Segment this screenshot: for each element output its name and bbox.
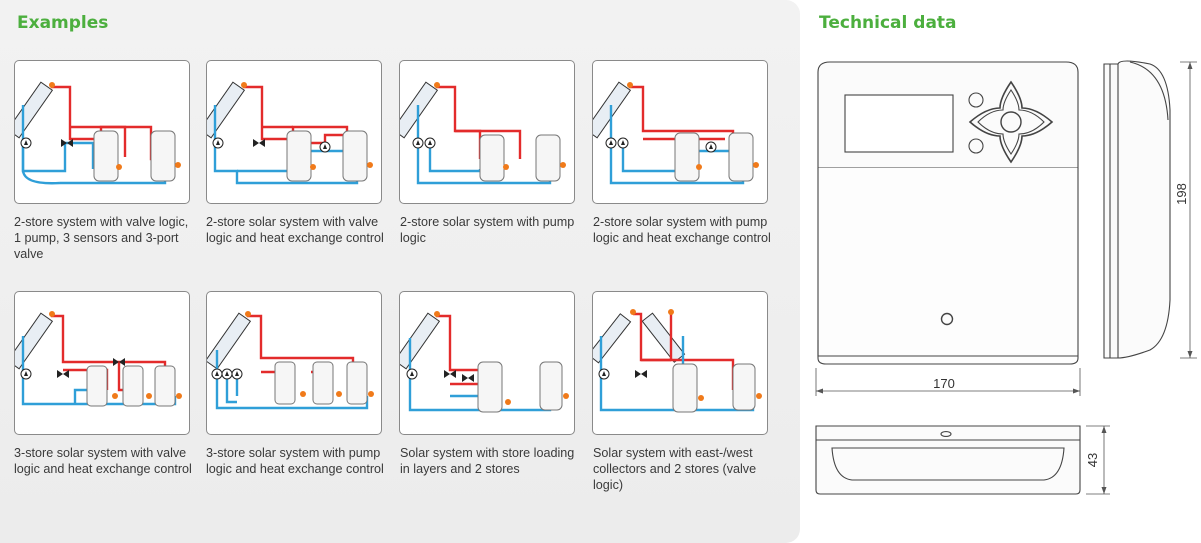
- schematic-7: [400, 311, 569, 413]
- width-label: 170: [933, 376, 955, 391]
- example-card-8[interactable]: [592, 291, 768, 435]
- example-card-5[interactable]: [14, 291, 190, 435]
- controller-side-view: [1103, 60, 1171, 359]
- schematic-8: [593, 309, 762, 413]
- example-caption-2: 2-store solar system with valve logic an…: [206, 215, 384, 245]
- width-dimension: [815, 368, 1081, 396]
- example-card-4[interactable]: [592, 60, 768, 204]
- examples-heading: Examples: [17, 13, 109, 33]
- height-dimension: [1180, 61, 1197, 359]
- depth-label: 43: [1085, 453, 1100, 467]
- example-caption-3: 2-store solar system with pump logic: [400, 215, 575, 245]
- example-card-6[interactable]: [206, 291, 382, 435]
- example-card-2[interactable]: [206, 60, 382, 204]
- example-card-1[interactable]: [14, 60, 190, 204]
- example-card-3[interactable]: [399, 60, 575, 204]
- technical-data-heading: Technical data: [819, 13, 957, 33]
- technical-drawing: 170 198 43: [815, 60, 1197, 495]
- example-caption-1: 2-store system with valve logic, 1 pump,…: [14, 215, 189, 261]
- controller-front-view: [817, 61, 1079, 365]
- schematic-4: [593, 81, 759, 185]
- height-label: 198: [1174, 183, 1189, 205]
- schematic-1: [15, 81, 181, 185]
- schematic-5: [15, 311, 182, 407]
- example-caption-6: 3-store solar system with pump logic and…: [206, 446, 384, 476]
- controller-bottom-view: [815, 425, 1081, 495]
- schematic-3: [400, 81, 566, 185]
- schematic-2: [207, 81, 373, 185]
- example-card-7[interactable]: [399, 291, 575, 435]
- example-caption-5: 3-store solar system with valve logic an…: [14, 446, 192, 476]
- example-caption-7: Solar system with store loading in layer…: [400, 446, 575, 476]
- example-caption-8: Solar system with east-/west collectors …: [593, 446, 757, 492]
- schematic-6: [207, 311, 374, 410]
- example-caption-4: 2-store solar system with pump logic and…: [593, 215, 771, 245]
- depth-dimension: [1086, 425, 1110, 495]
